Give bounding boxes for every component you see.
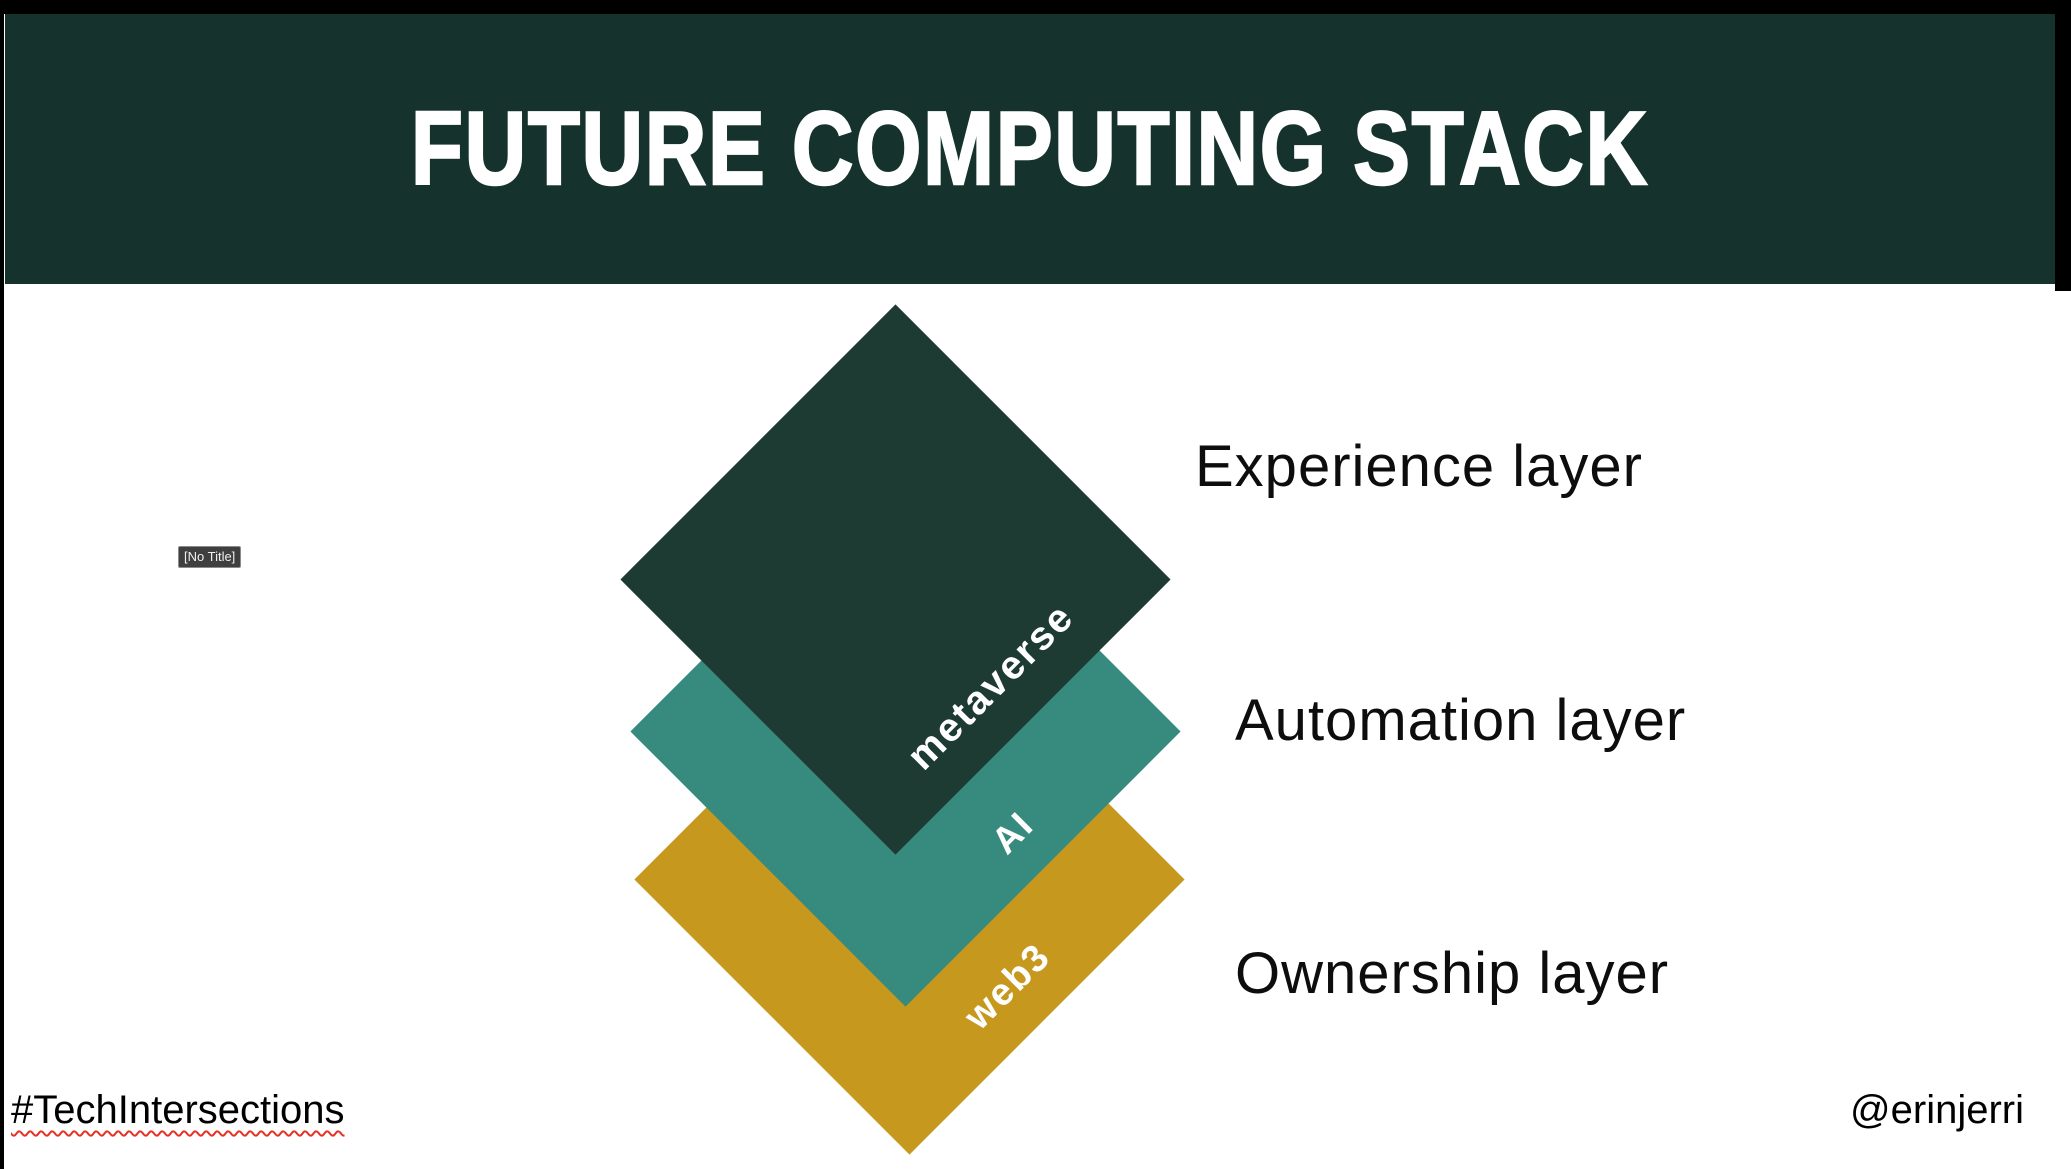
layer-label-experience: Experience layer — [1195, 434, 1643, 499]
layer-label-automation: Automation layer — [1235, 688, 1687, 753]
window-edge-left — [0, 0, 4, 1169]
window-edge-top — [0, 0, 2071, 14]
slide-header: FUTURE COMPUTING STACK — [5, 14, 2055, 284]
no-title-tooltip: [No Title] — [178, 546, 242, 568]
hashtag-footer: #TechIntersections — [11, 1088, 345, 1132]
slide-title: FUTURE COMPUTING STACK — [410, 89, 1649, 208]
author-handle-footer: @erinjerri — [1850, 1088, 2024, 1132]
layer-label-ownership: Ownership layer — [1235, 941, 1670, 1006]
window-edge-right — [2055, 0, 2071, 291]
